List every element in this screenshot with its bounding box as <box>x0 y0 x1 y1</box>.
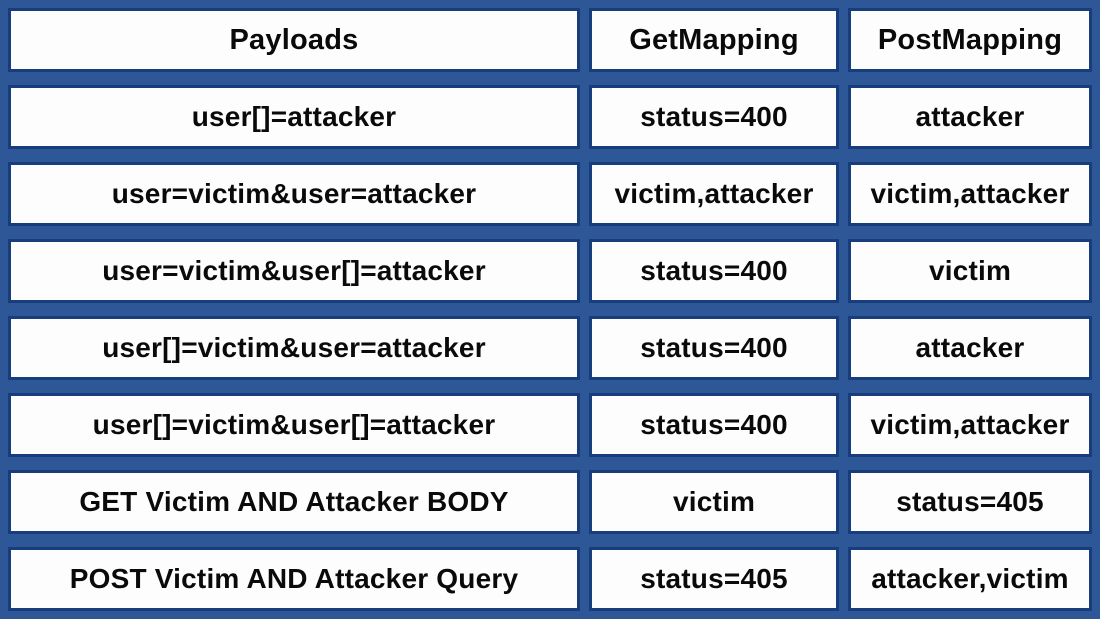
table-cell: status=405 <box>848 470 1092 534</box>
table-cell: attacker <box>848 316 1092 380</box>
table-cell: user[]=attacker <box>8 85 580 149</box>
table-cell: victim <box>589 470 839 534</box>
table-cell: user=victim&user=attacker <box>8 162 580 226</box>
table-cell: POST Victim AND Attacker Query <box>8 547 580 611</box>
table-cell: attacker <box>848 85 1092 149</box>
table-cell: user[]=victim&user[]=attacker <box>8 393 580 457</box>
header-cell: GetMapping <box>589 8 839 72</box>
table-cell: GET Victim AND Attacker BODY <box>8 470 580 534</box>
table-cell: status=400 <box>589 316 839 380</box>
header-cell: Payloads <box>8 8 580 72</box>
table-cell: attacker,victim <box>848 547 1092 611</box>
table-cell: user[]=victim&user=attacker <box>8 316 580 380</box>
table-cell: victim,attacker <box>848 393 1092 457</box>
table-cell: victim,attacker <box>589 162 839 226</box>
table-cell: victim <box>848 239 1092 303</box>
table-cell: status=400 <box>589 393 839 457</box>
table-cell: status=400 <box>589 85 839 149</box>
header-cell: PostMapping <box>848 8 1092 72</box>
table-cell: status=405 <box>589 547 839 611</box>
table-cell: user=victim&user[]=attacker <box>8 239 580 303</box>
table-cell: status=400 <box>589 239 839 303</box>
table-cell: victim,attacker <box>848 162 1092 226</box>
